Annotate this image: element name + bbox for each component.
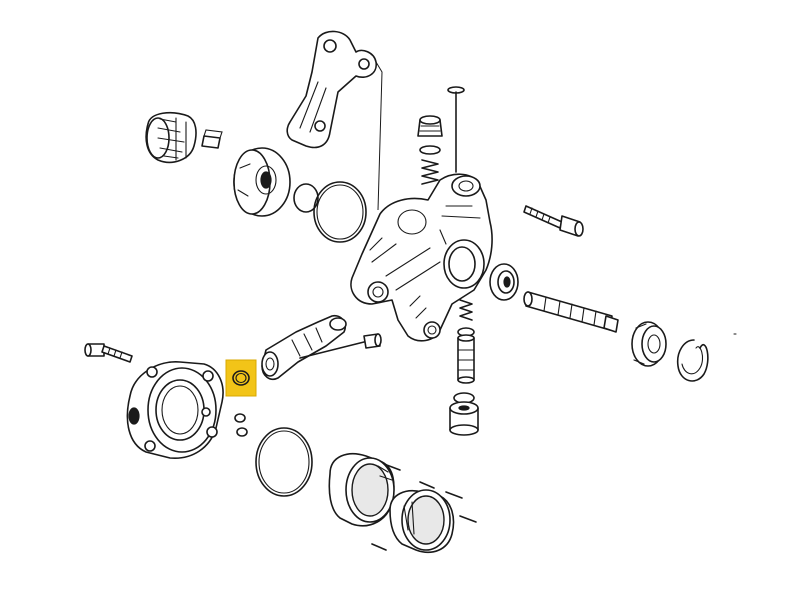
vane[interactable]: [201, 129, 223, 149]
leader-line: [375, 61, 383, 211]
bracket-arm[interactable]: [286, 30, 377, 149]
rotor[interactable]: [389, 489, 455, 554]
relief-plug[interactable]: [417, 115, 443, 137]
flow-control-valve[interactable]: [457, 334, 475, 384]
o-ring-large-bottom[interactable]: [255, 427, 313, 497]
highlight-box: [225, 359, 257, 397]
flow-spring[interactable]: [459, 299, 473, 321]
highlighted-o-ring[interactable]: [225, 359, 257, 397]
mounting-bolt-left[interactable]: [84, 343, 133, 363]
snap-ring-inner: [681, 346, 704, 375]
snap-ring[interactable]: [676, 339, 709, 382]
roller[interactable]: [145, 111, 197, 164]
o-ring-large[interactable]: [313, 181, 367, 243]
mounting-bolt-right[interactable]: [523, 205, 584, 237]
o-ring-large-bottom-inner: [258, 430, 310, 494]
rear-cover[interactable]: [126, 361, 224, 459]
relief-spring[interactable]: [421, 159, 439, 185]
cam-ring[interactable]: [328, 452, 395, 527]
pin[interactable]: [447, 86, 465, 173]
plug-o-ring[interactable]: [419, 145, 441, 155]
shaft-seal[interactable]: [489, 263, 519, 301]
o-ring-large-inner: [316, 184, 364, 240]
ball-bearing[interactable]: [631, 321, 667, 367]
oil-seal[interactable]: [233, 147, 291, 217]
fitting-bolt[interactable]: [299, 333, 382, 359]
inlet-fitting[interactable]: [261, 314, 347, 381]
valve-cap[interactable]: [449, 401, 479, 436]
small-o-ring-2[interactable]: [236, 427, 248, 437]
drive-shaft[interactable]: [523, 291, 619, 333]
pump-housing[interactable]: [350, 173, 493, 342]
o-ring-small[interactable]: [293, 183, 319, 213]
small-o-ring-1[interactable]: [234, 413, 246, 423]
dowel-pins[interactable]: [371, 463, 477, 551]
